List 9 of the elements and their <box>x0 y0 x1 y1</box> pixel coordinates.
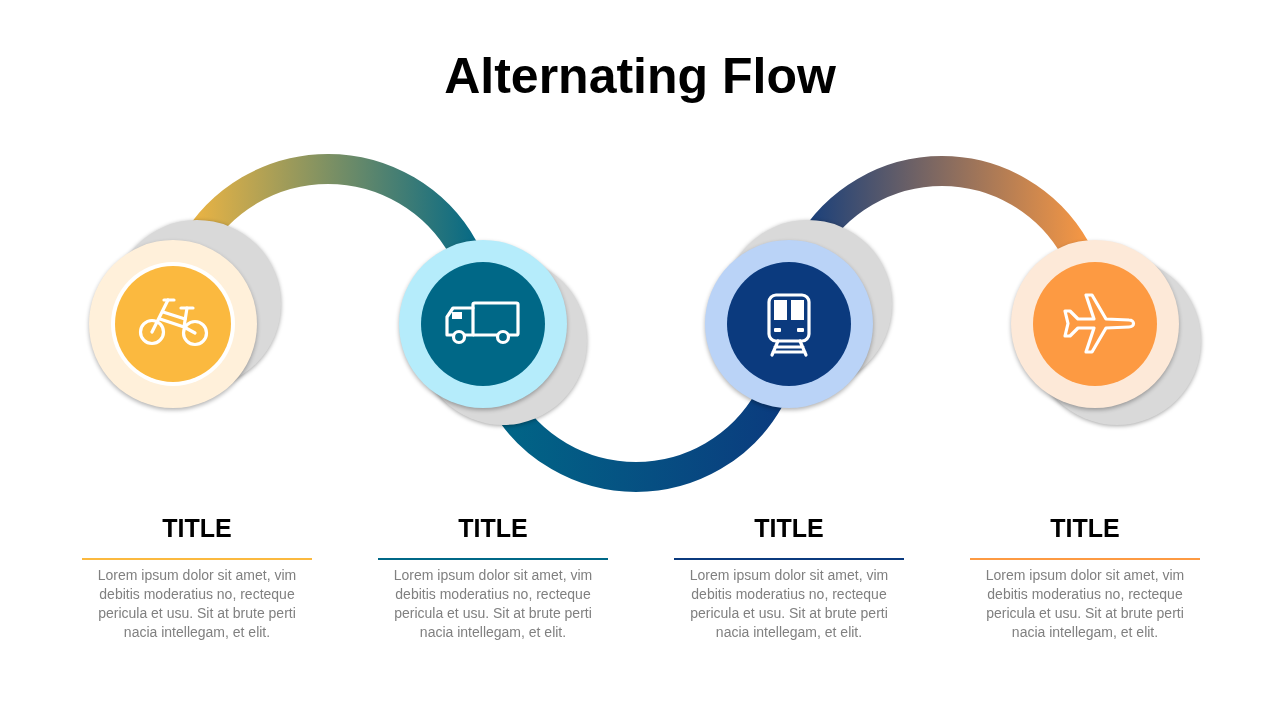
step-title: TITLE <box>458 513 528 544</box>
step-title: TITLE <box>1050 513 1120 544</box>
diagram-title: Alternating Flow <box>443 47 837 106</box>
step-description: Lorem ipsum dolor sit amet, vim debitis moderatius no, recteque pericula et usu. Sit at brute perti nacia intellegam, et elit. <box>984 566 1186 642</box>
step-description: Lorem ipsum dolor sit amet, vim debitis moderatius no, recteque pericula et usu. Sit at brute perti nacia intellegam, et elit. <box>688 566 890 642</box>
step-title: TITLE <box>162 513 232 544</box>
step-description: Lorem ipsum dolor sit amet, vim debitis moderatius no, recteque pericula et usu. Sit at brute perti nacia intellegam, et elit. <box>96 566 298 642</box>
step-description: Lorem ipsum dolor sit amet, vim debitis moderatius no, recteque pericula et usu. Sit at brute perti nacia intellegam, et elit. <box>392 566 594 642</box>
step-title: TITLE <box>754 513 824 544</box>
